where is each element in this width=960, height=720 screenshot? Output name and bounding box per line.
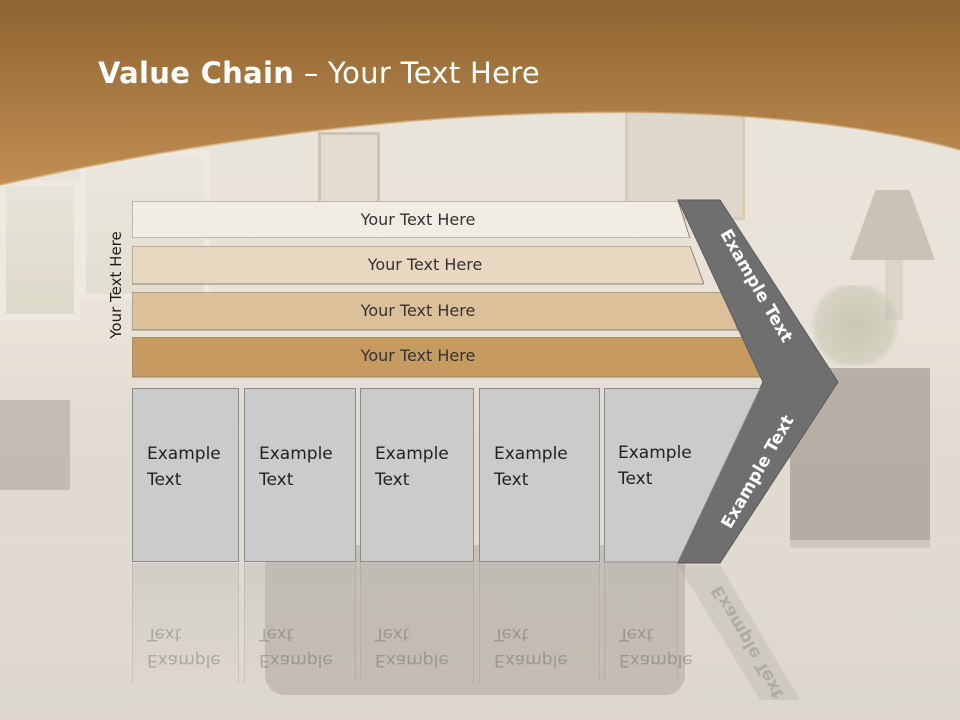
example-box-5-text: Example Text [618,443,692,489]
bar-1-shape [132,201,691,238]
background-plant [805,285,905,365]
example-box-2-text: Example Text [259,444,333,490]
example-box-4-text: Example Text [494,444,568,490]
example-box-3-text: Example Text [375,444,449,490]
bar-1-label: Your Text Here [360,210,476,229]
example-box-3: Example Text [360,388,474,562]
example-box-1-reflection: Example Text [132,563,239,683]
example-box-1-text: Example Text [147,444,221,490]
background-chest [0,400,70,490]
example-box-3-reflection: Example Text [360,563,474,683]
example-box-2-reflection-text: Example Text [259,624,333,670]
background-bed [265,545,685,695]
background-window [0,180,80,320]
slide-title-rest: – Your Text Here [294,56,540,90]
example-box-4: Example Text [479,388,600,562]
example-box-4-reflection: Example Text [479,563,600,683]
example-box-3-reflection-text: Example Text [375,624,449,670]
background-floor [0,540,960,720]
example-box-5-shape [604,388,761,563]
chevron-reflection [678,565,800,700]
chevron-arrow [677,199,839,564]
header-band [0,0,960,186]
example-box-1-reflection-text: Example Text [147,624,221,670]
background-lamp-base [885,260,903,320]
example-box-5-reflection: Example Text [604,563,693,683]
example-box-4-reflection-text: Example Text [494,624,568,670]
slide-title: Value Chain – Your Text Here [98,56,540,90]
bar-3-label: Your Text Here [360,301,476,320]
example-box-1: Example Text [132,388,239,562]
bar-3-shape [132,292,739,331]
example-box-2-reflection: Example Text [244,563,356,683]
example-box-5-reflection-text: Example Text [619,624,693,670]
bar-4-label: Your Text Here [360,346,476,365]
bar-2-label: Your Text Here [367,255,483,274]
example-box-5: Example Text [604,388,692,562]
example-box-2: Example Text [244,388,356,562]
bar-2-shape [132,246,704,285]
slide-title-bold: Value Chain [98,56,295,90]
